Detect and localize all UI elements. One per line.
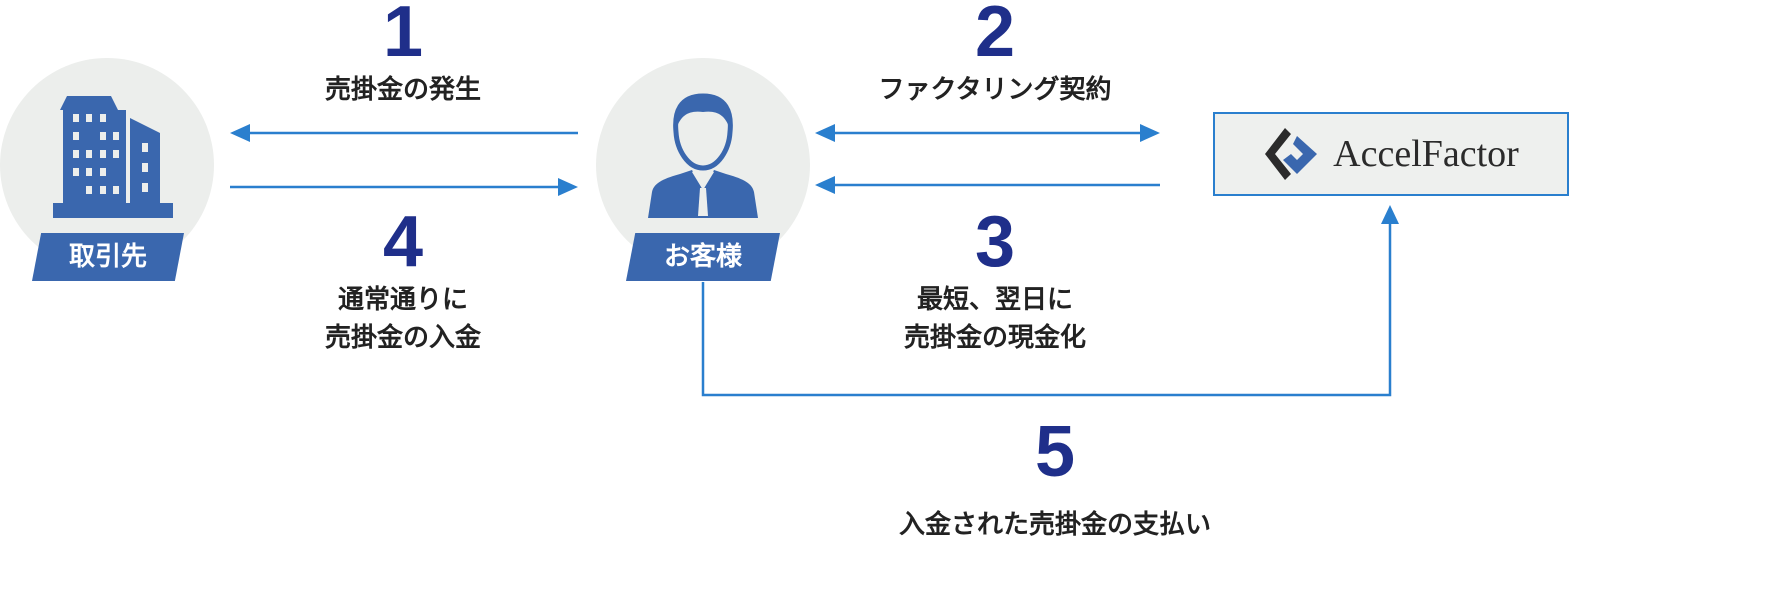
logo-text: AccelFactor xyxy=(1333,133,1519,175)
step-2-number: 2 xyxy=(974,0,1016,72)
accelfactor-logo-icon xyxy=(1265,128,1318,180)
step-3-text-line2: 売掛金の現金化 xyxy=(903,323,1086,353)
step-2-text: ファクタリング契約 xyxy=(878,75,1112,105)
step-1-text: 売掛金の発生 xyxy=(324,75,481,105)
step-4-text-line2: 売掛金の入金 xyxy=(324,323,481,353)
step-3-text-line1: 最短、翌日に xyxy=(916,285,1073,315)
supplier-label: 取引先 xyxy=(32,233,184,281)
customer-label: お客様 xyxy=(626,233,780,281)
step-5-number: 5 xyxy=(1034,412,1076,492)
building-icon xyxy=(53,96,173,218)
arrow-5 xyxy=(701,222,1392,397)
step-4-number: 4 xyxy=(382,202,424,282)
step-3-number: 3 xyxy=(974,202,1016,282)
businessman-icon xyxy=(648,93,758,218)
accelfactor-logo: AccelFactor xyxy=(1213,112,1569,196)
step-4-text-line1: 通常通りに xyxy=(337,285,468,315)
step-1-number: 1 xyxy=(382,0,424,72)
step-5-text: 入金された売掛金の支払い xyxy=(898,510,1211,540)
